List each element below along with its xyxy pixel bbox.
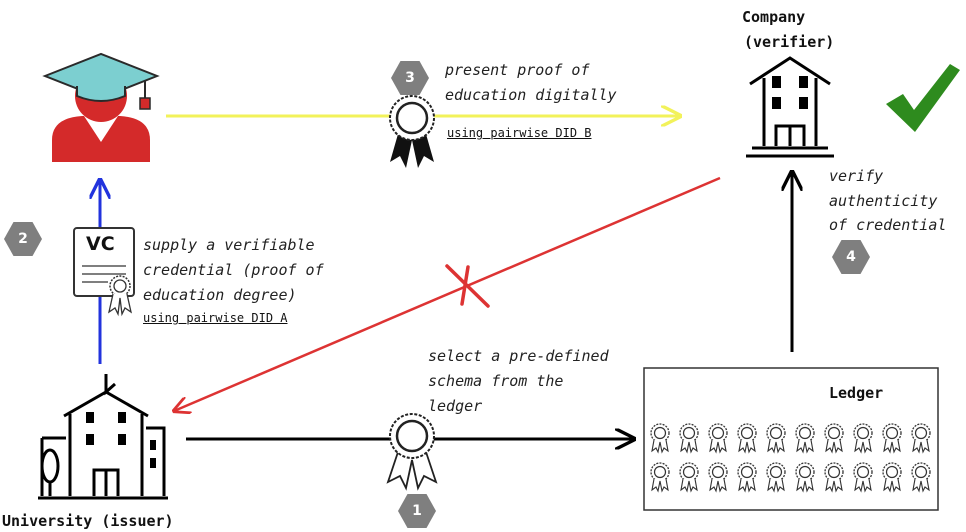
step-3-badge: 3 — [391, 61, 429, 95]
step-2-line-1: supply a verifiable — [143, 236, 315, 254]
company-label: Company — [742, 8, 806, 26]
step-2-line-3: education degree) — [143, 286, 297, 304]
student-icon — [42, 52, 160, 162]
step-4-line-3: of credential — [829, 216, 947, 234]
arrow-no-contact — [174, 176, 721, 411]
step-1-line-2: schema from the — [428, 372, 564, 390]
checkmark-icon — [886, 64, 960, 132]
step-4-line-1: verify — [829, 167, 884, 185]
vc-label: VC — [86, 233, 115, 255]
step-2-did: using pairwise DID A — [143, 311, 288, 325]
step-4-line-2: authenticity — [829, 192, 938, 210]
step-3-line-2: education digitally — [445, 86, 617, 104]
award-badge-white-icon — [386, 413, 438, 491]
step-1-line-1: select a pre-defined — [428, 347, 609, 365]
step-3-did: using pairwise DID B — [447, 126, 592, 140]
company-role-label: (verifier) — [744, 33, 835, 51]
cross-icon — [445, 264, 490, 308]
ledger-label: Ledger — [829, 384, 884, 402]
step-2-line-2: credential (proof of — [143, 261, 324, 279]
company-building-icon — [746, 56, 834, 158]
step-1-line-3: ledger — [428, 397, 483, 415]
vc-certificate-icon — [73, 227, 135, 317]
university-building-icon — [38, 374, 168, 500]
award-badge-black-icon — [389, 95, 435, 168]
step-1-badge: 1 — [398, 494, 436, 528]
step-3-line-1: present proof of — [445, 61, 590, 79]
university-label: University (issuer) — [2, 512, 174, 530]
step-2-badge: 2 — [4, 222, 42, 256]
